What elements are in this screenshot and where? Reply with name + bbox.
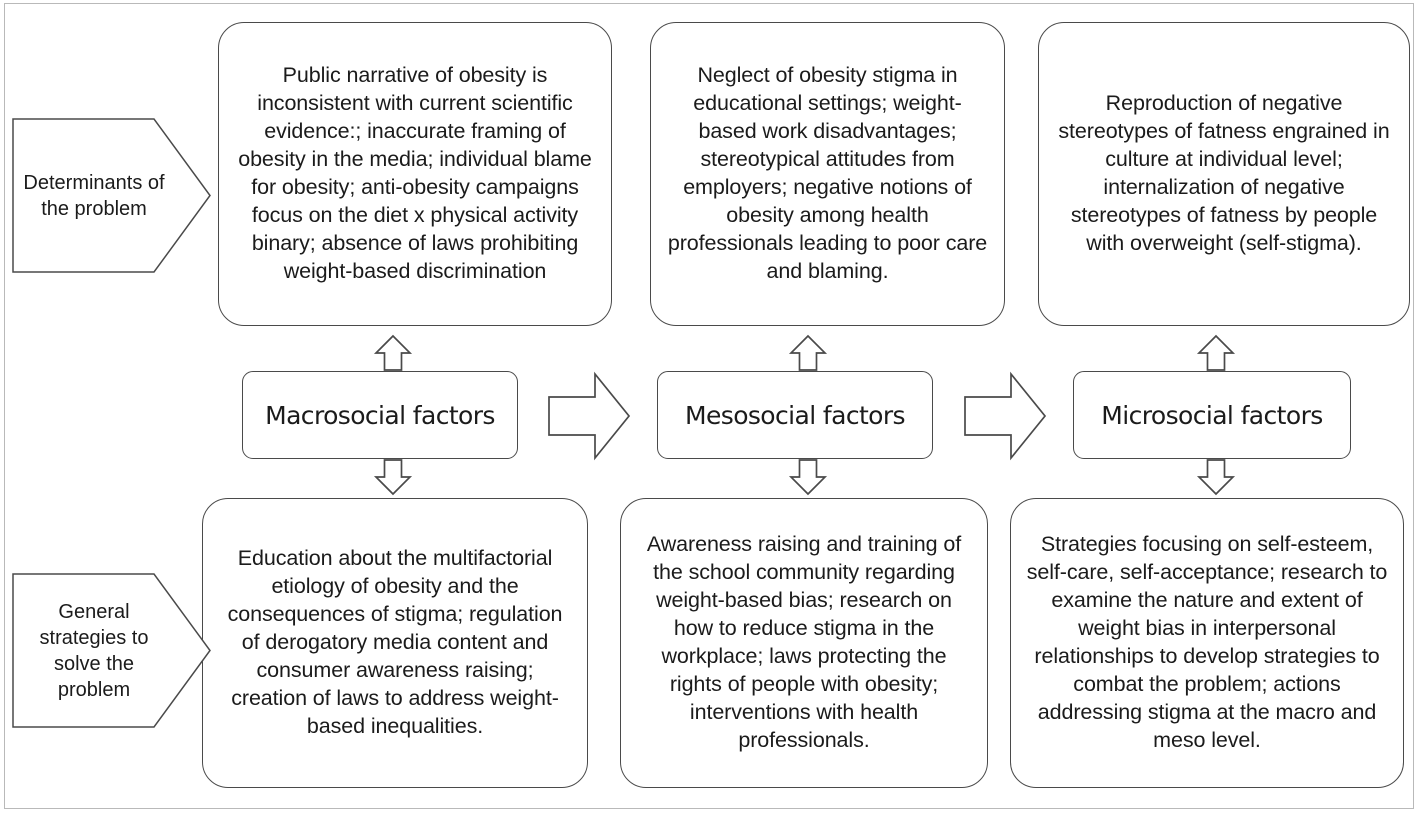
strategies-mesosocial-text: Awareness raising and training of the sc… bbox=[646, 532, 962, 752]
right-arrow-macrosocial-to-mesosocial bbox=[547, 371, 631, 461]
up-arrow-microsocial-to-determinants bbox=[1196, 334, 1236, 372]
tier-label-microsocial: Microsocial factors bbox=[1101, 400, 1323, 430]
up-arrow-mesosocial-to-determinants bbox=[788, 334, 828, 372]
tier-box-macrosocial: Macrosocial factors bbox=[242, 371, 518, 459]
determinants-box-microsocial: Reproduction of negative stereotypes of … bbox=[1038, 22, 1410, 326]
up-arrow-macrosocial-to-determinants bbox=[373, 334, 413, 372]
down-arrow-macrosocial-to-strategies bbox=[373, 458, 413, 496]
down-arrow-microsocial-to-strategies bbox=[1196, 458, 1236, 496]
determinants-macrosocial-text: Public narrative of obesity is inconsist… bbox=[238, 63, 592, 283]
tier-box-microsocial: Microsocial factors bbox=[1073, 371, 1351, 459]
strategies-box-macrosocial: Education about the multifactorial etiol… bbox=[202, 498, 588, 788]
side-label-strategies-text: General strategies to solve the problem bbox=[39, 600, 149, 701]
tier-label-mesosocial: Mesosocial factors bbox=[685, 400, 906, 430]
down-arrow-mesosocial-to-strategies bbox=[788, 458, 828, 496]
strategies-box-mesosocial: Awareness raising and training of the sc… bbox=[620, 498, 988, 788]
strategies-macrosocial-text: Education about the multifactorial etiol… bbox=[227, 546, 563, 738]
right-arrow-mesosocial-to-microsocial bbox=[963, 371, 1047, 461]
tier-box-mesosocial: Mesosocial factors bbox=[657, 371, 933, 459]
strategies-box-microsocial: Strategies focusing on self-esteem, self… bbox=[1010, 498, 1404, 788]
determinants-box-mesosocial: Neglect of obesity stigma in educational… bbox=[650, 22, 1005, 326]
side-label-determinants-text: Determinants of the problem bbox=[23, 171, 165, 220]
side-label-strategies: General strategies to solve the problem bbox=[12, 573, 212, 728]
side-label-determinants: Determinants of the problem bbox=[12, 118, 212, 273]
strategies-microsocial-text: Strategies focusing on self-esteem, self… bbox=[1026, 532, 1388, 752]
tier-label-macrosocial: Macrosocial factors bbox=[265, 400, 495, 430]
determinants-microsocial-text: Reproduction of negative stereotypes of … bbox=[1058, 91, 1390, 255]
determinants-mesosocial-text: Neglect of obesity stigma in educational… bbox=[667, 63, 988, 283]
determinants-box-macrosocial: Public narrative of obesity is inconsist… bbox=[218, 22, 612, 326]
